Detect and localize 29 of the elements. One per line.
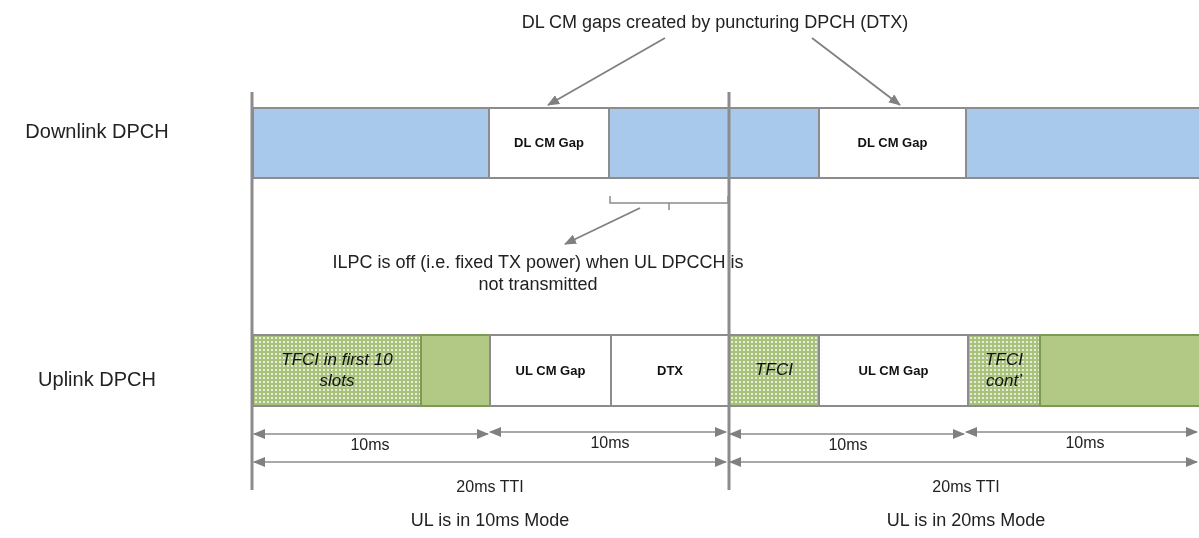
- leader-arrow: [564, 207, 641, 245]
- annotation-text: ILPC is off (i.e. fixed TX power) when UL DPCCH is not transmitted: [318, 246, 758, 302]
- dimension-label: 20ms TTI: [456, 478, 524, 496]
- slot-segment: DTX: [610, 334, 730, 407]
- slot-segment: DL CM Gap: [818, 107, 967, 179]
- slot-bar: [608, 107, 730, 179]
- dimension-label: 10ms: [350, 436, 390, 454]
- dimension-label: 10ms: [1065, 434, 1105, 452]
- annotation-text: DL CM gaps created by puncturing DPCH (DTX): [430, 8, 1000, 38]
- slot-segment: TFCI in first 10 slots: [252, 334, 422, 407]
- slot-segment: TFCI: [728, 334, 820, 407]
- slot-bar: [1039, 334, 1199, 407]
- slot-segment: UL CM Gap: [489, 334, 612, 407]
- slot-segment: UL CM Gap: [818, 334, 969, 407]
- leader-arrow: [547, 37, 666, 106]
- slot-bar: [965, 107, 1199, 179]
- mode-caption: UL is in 10ms Mode: [410, 510, 570, 531]
- slot-bar: [728, 107, 820, 179]
- leader-arrow: [811, 37, 901, 106]
- dimension-label: 20ms TTI: [932, 478, 1000, 496]
- slot-segment: DL CM Gap: [488, 107, 610, 179]
- dimension-label: 10ms: [828, 436, 868, 454]
- channel-label: Uplink DPCH: [38, 368, 156, 391]
- channel-label: Downlink DPCH: [25, 120, 169, 143]
- dimension-label: 10ms: [590, 434, 630, 452]
- slot-bar: [252, 107, 490, 179]
- slot-segment: TFCI cont’: [967, 334, 1041, 407]
- mode-caption: UL is in 20ms Mode: [886, 510, 1046, 531]
- slot-bar: [420, 334, 491, 407]
